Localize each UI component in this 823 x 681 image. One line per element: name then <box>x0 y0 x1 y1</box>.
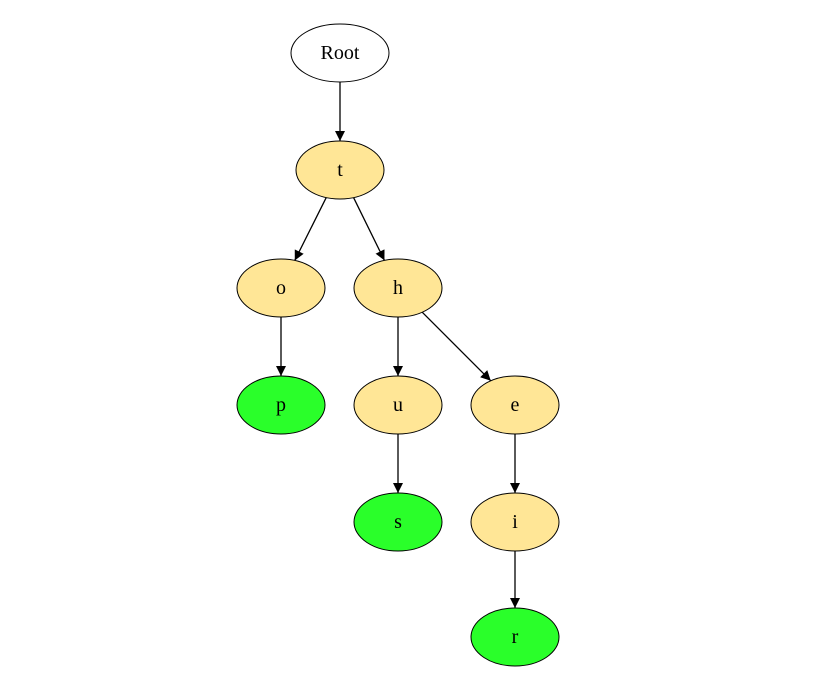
node-e-label: e <box>511 394 520 416</box>
node-p-label: p <box>276 394 286 416</box>
node-i-ellipse <box>470 492 560 552</box>
node-t-ellipse <box>295 140 385 200</box>
nodes-layer: Root t o h p u e s i r <box>236 23 560 667</box>
node-h: h <box>353 258 443 318</box>
node-s-ellipse <box>353 492 443 552</box>
edges-layer <box>276 82 520 608</box>
node-u-ellipse <box>353 375 443 435</box>
node-u-label: u <box>393 394 403 416</box>
node-u: u <box>353 375 443 435</box>
node-h-ellipse <box>353 258 443 318</box>
node-r-ellipse <box>470 607 560 667</box>
node-t: t <box>295 140 385 200</box>
edge-h-e <box>421 311 492 382</box>
node-h-label: h <box>393 277 403 299</box>
node-root-ellipse <box>290 23 390 83</box>
node-o-ellipse <box>236 258 326 318</box>
node-p-ellipse <box>236 375 326 435</box>
node-i-label: i <box>512 511 518 533</box>
node-t-label: t <box>337 159 343 181</box>
node-o-label: o <box>276 277 286 299</box>
edge-t-o <box>294 197 327 261</box>
node-r-label: r <box>512 626 519 648</box>
node-i: i <box>470 492 560 552</box>
edge-t-h <box>352 197 386 261</box>
node-s: s <box>353 492 443 552</box>
node-r: r <box>470 607 560 667</box>
node-e-ellipse <box>470 375 560 435</box>
node-p: p <box>236 375 326 435</box>
node-e: e <box>470 375 560 435</box>
node-root-label: Root <box>321 42 360 64</box>
node-s-label: s <box>394 511 402 533</box>
node-root: Root <box>290 23 390 83</box>
node-o: o <box>236 258 326 318</box>
